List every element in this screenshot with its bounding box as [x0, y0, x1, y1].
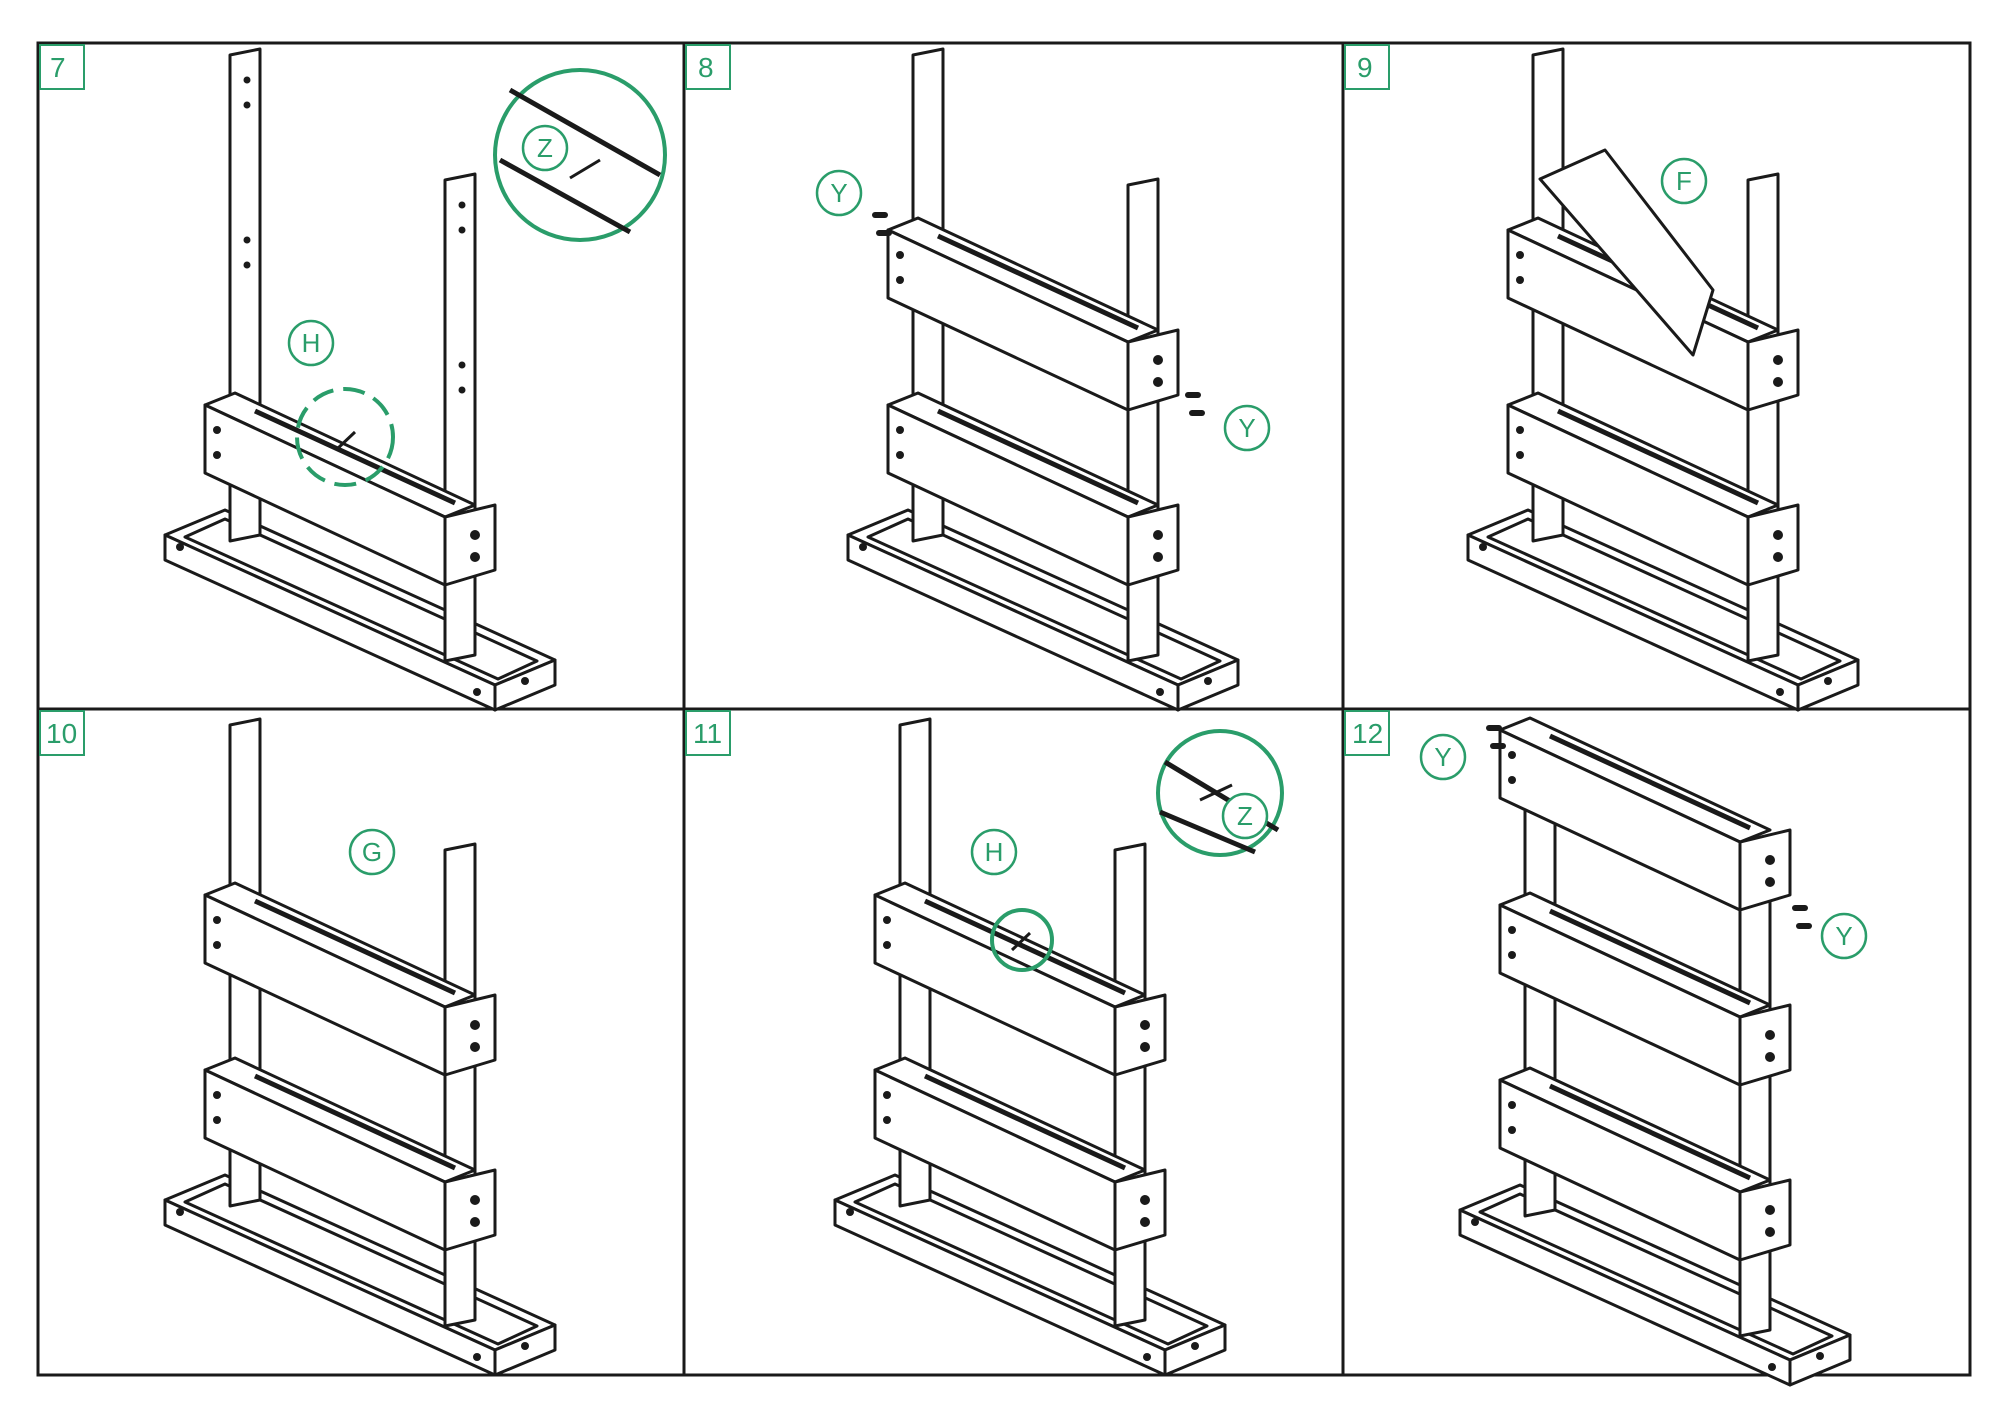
zoom-callout: [1156, 729, 1284, 857]
step-number: 7: [50, 52, 66, 83]
step-number: 11: [693, 718, 722, 749]
part-label: F: [1660, 157, 1708, 205]
svg-text:Z: Z: [537, 133, 553, 163]
step-number: 10: [46, 718, 77, 749]
part-label: Y: [1419, 733, 1467, 781]
svg-text:Z: Z: [1237, 801, 1253, 831]
planter-drawing: [1466, 47, 1860, 712]
panel-step-11: 11 H Z: [685, 710, 1284, 1377]
panel-step-7: 7 H Z: [39, 44, 667, 712]
planter-drawing: [1458, 718, 1852, 1387]
step-number: 12: [1352, 718, 1383, 749]
part-label: Y: [815, 169, 863, 217]
part-label: Y: [1223, 404, 1271, 452]
panel-step-9: 9 F: [1344, 44, 1860, 712]
sliding-panel: [1538, 148, 1715, 357]
part-label: H: [287, 319, 335, 367]
planter-drawing: [163, 717, 557, 1377]
dowel-hint: [1010, 931, 1032, 952]
step-number: 9: [1357, 52, 1373, 83]
part-label: Z: [1221, 792, 1269, 840]
step-number-box: [685, 710, 731, 756]
detail-callout: [990, 908, 1054, 972]
planter-drawing: [163, 47, 557, 712]
part-label: Y: [1820, 912, 1868, 960]
dowel-hint: [334, 430, 357, 452]
svg-text:H: H: [302, 328, 321, 358]
panel-step-10: 10 G: [39, 710, 557, 1377]
panel-step-12: 12 Y Y: [1344, 710, 1868, 1387]
svg-text:Y: Y: [1434, 742, 1451, 772]
step-number-box: [1344, 44, 1390, 90]
planter-drawing: [833, 717, 1227, 1377]
svg-text:Y: Y: [1238, 413, 1255, 443]
detail-callout: [295, 387, 395, 487]
svg-text:Y: Y: [830, 178, 847, 208]
part-label: G: [348, 828, 396, 876]
step-number-box: [39, 44, 85, 90]
zoom-callout: [493, 68, 667, 242]
svg-text:F: F: [1676, 166, 1692, 196]
step-number: 8: [698, 52, 714, 83]
svg-text:G: G: [362, 837, 382, 867]
svg-text:Y: Y: [1835, 921, 1852, 951]
svg-text:H: H: [985, 837, 1004, 867]
step-number-box: [39, 710, 85, 756]
part-label: H: [970, 828, 1018, 876]
part-label: Z: [521, 124, 569, 172]
step-number-box: [1344, 710, 1390, 756]
step-number-box: [685, 44, 731, 90]
planter-drawing: [846, 47, 1240, 712]
panel-step-8: 8 Y Y: [685, 44, 1271, 712]
